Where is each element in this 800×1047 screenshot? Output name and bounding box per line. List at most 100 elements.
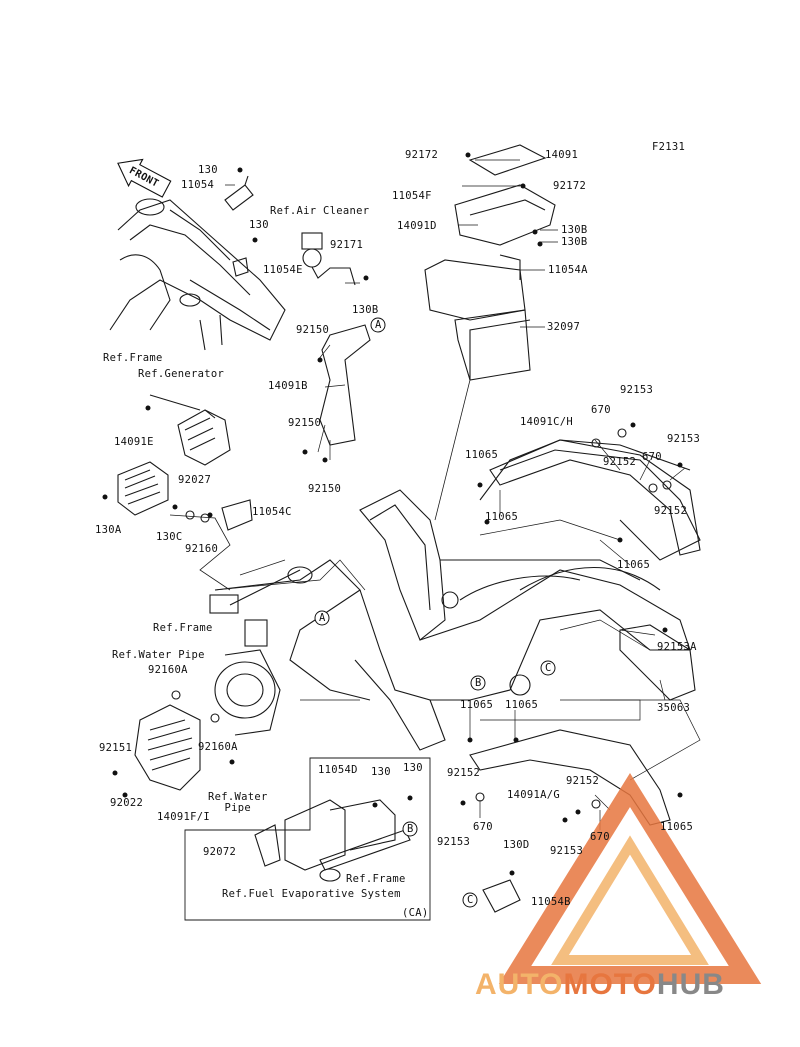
frame-reference-sketch [109, 198, 286, 351]
part-number: 130 [403, 762, 423, 774]
bracket-11054C [221, 499, 253, 531]
part-number: 11054E [263, 264, 303, 276]
callout-letter: A [319, 612, 326, 624]
part-number: 11065 [505, 699, 539, 711]
canister [254, 799, 411, 882]
ref-frame-mid: Ref.Frame [153, 622, 213, 634]
part-number: 130D [503, 839, 530, 851]
part-number: 14091D [397, 220, 437, 232]
part-number: 11054F [392, 190, 432, 202]
ref-frame-inset: Ref.Frame [346, 873, 406, 885]
part-number: 32097 [547, 321, 581, 333]
part-number: 130B [561, 224, 588, 236]
part-number: 92160 [185, 543, 219, 555]
part-number: 11065 [460, 699, 494, 711]
part-number: 92150 [308, 483, 342, 495]
callout-c-bottom [462, 892, 478, 908]
part-number: 92152 [654, 505, 688, 517]
part-number: 130 [198, 164, 218, 176]
callout-a-top [370, 317, 386, 333]
part-number: 92151 [99, 742, 133, 754]
part-number: 92153 [437, 836, 471, 848]
ref-air-cleaner: Ref.Air Cleaner [270, 205, 370, 217]
bracket-35063 [619, 624, 696, 701]
part-number: 11065 [485, 511, 519, 523]
part-number: 11065 [617, 559, 651, 571]
part-number: 130B [352, 304, 379, 316]
ref-generator: Ref.Generator [138, 368, 225, 380]
fitting-92171 [301, 232, 356, 286]
callout-letter: C [545, 662, 552, 674]
part-number: 92153A [657, 641, 697, 653]
part-number: 92153 [620, 384, 654, 396]
part-number: 11065 [465, 449, 499, 461]
part-number: 92152 [603, 456, 637, 468]
diagram-code: F2131 [652, 141, 686, 153]
part-number: 11054D [318, 764, 358, 776]
watermark-text: AUTOMOTOHUB [475, 968, 725, 1002]
part-number: 11054C [252, 506, 292, 518]
part-number: 92152 [566, 775, 600, 787]
ca-inset-box [184, 757, 431, 921]
water-pipe-housing [214, 649, 281, 736]
part-number: 670 [473, 821, 493, 833]
part-number: 130 [249, 219, 269, 231]
ref-ca: (CA) [402, 907, 429, 919]
part-number: 92027 [178, 474, 212, 486]
ref-frame-top: Ref.Frame [103, 352, 163, 364]
watermark-hub: HUB [656, 968, 725, 1001]
cover-14091E [117, 461, 169, 516]
part-number: 670 [642, 451, 662, 463]
part-number: 130 [371, 766, 391, 778]
callout-c-mid [540, 660, 556, 676]
bracket-14091B [319, 324, 371, 446]
bracket-11054B [482, 879, 521, 913]
bracket-11054 [224, 184, 254, 211]
part-number: 130B [561, 236, 588, 248]
part-number: 14091E [114, 436, 154, 448]
part-number: 92160A [148, 664, 188, 676]
part-number: 92072 [203, 846, 237, 858]
part-number: 14091 [545, 149, 579, 161]
ref-fuel-evaporative: Ref.Fuel Evaporative System [222, 888, 401, 900]
part-number: 130A [95, 524, 122, 536]
battery-box [424, 144, 556, 381]
part-number: 92153 [667, 433, 701, 445]
part-number: 670 [591, 404, 611, 416]
callout-letter: A [375, 319, 382, 331]
watermark-auto: AUTO [475, 968, 564, 1001]
part-number: 92150 [288, 417, 322, 429]
water-cover-14091F [134, 704, 201, 791]
watermark-logo-icon [498, 772, 762, 984]
callout-a-mid [314, 610, 330, 626]
part-number: 92150 [296, 324, 330, 336]
part-number: 11054A [548, 264, 588, 276]
part-number: 11065 [660, 821, 694, 833]
part-number: 11054 [181, 179, 215, 191]
part-number: 92171 [330, 239, 364, 251]
part-number: 14091A/G [507, 789, 560, 801]
part-number: 92172 [553, 180, 587, 192]
rail-14091C [489, 439, 701, 556]
part-number: 92172 [405, 149, 439, 161]
part-number: 14091B [268, 380, 308, 392]
callout-b-inset [402, 821, 418, 837]
callout-letter: B [407, 823, 414, 835]
part-number: 14091C/H [520, 416, 573, 428]
part-number: 92152 [447, 767, 481, 779]
ref-water-pipe-bottom: Ref.Water Pipe [208, 791, 268, 814]
regulator-generator [149, 394, 231, 466]
part-number: 11054B [531, 896, 571, 908]
ref-water-pipe-top: Ref.Water Pipe [112, 649, 205, 661]
part-number: 92022 [110, 797, 144, 809]
callout-letter: B [475, 677, 482, 689]
part-number: 130C [156, 531, 183, 543]
part-number: 670 [590, 831, 610, 843]
callout-b-mid [470, 675, 486, 691]
part-number: 92153 [550, 845, 584, 857]
part-number: 14091F/I [157, 811, 210, 823]
callout-letter: C [467, 894, 474, 906]
part-number: 35063 [657, 702, 691, 714]
